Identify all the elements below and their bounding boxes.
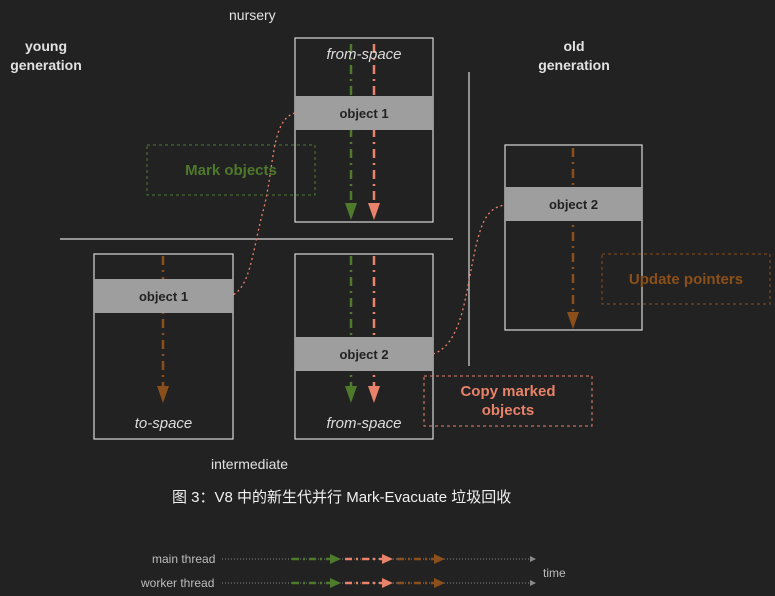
from-space-top-box bbox=[294, 37, 434, 223]
to-space-box bbox=[93, 253, 234, 440]
copy-marked-objects-note: Copy marked objects bbox=[460, 383, 556, 419]
object2-from-space: object 2 bbox=[295, 337, 433, 371]
worker-mark-arrow bbox=[330, 578, 341, 588]
update-note-box bbox=[601, 253, 771, 305]
copy-arrow-top bbox=[368, 203, 380, 220]
copy-connector-object1 bbox=[232, 112, 296, 296]
main-axis-arrow bbox=[530, 556, 536, 562]
copy-note-box bbox=[423, 375, 593, 427]
update-arrow-to-space bbox=[157, 386, 169, 403]
object1-to-space: object 1 bbox=[94, 279, 233, 313]
mark-objects-note-box bbox=[146, 144, 316, 196]
old-generation-box bbox=[504, 144, 643, 331]
main-mark-arrow bbox=[330, 554, 341, 564]
young-generation-label: young generation bbox=[10, 38, 82, 73]
mark-objects-note: Mark objects bbox=[185, 161, 277, 179]
main-copy-arrow bbox=[382, 554, 393, 564]
worker-update-arrow bbox=[434, 578, 445, 588]
to-space-label: to-space bbox=[134, 415, 193, 432]
time-label: time bbox=[543, 566, 566, 580]
main-thread-label: main thread bbox=[152, 552, 216, 566]
old-generation-label: old generation bbox=[538, 38, 610, 73]
mark-arrow-top bbox=[345, 203, 357, 220]
worker-thread-label: worker thread bbox=[141, 576, 215, 590]
nursery-label: nursery bbox=[229, 7, 276, 23]
copy-connector-object2 bbox=[432, 204, 506, 355]
update-pointers-note: Update pointers bbox=[628, 270, 744, 288]
main-update-arrow bbox=[434, 554, 445, 564]
from-space-bottom-label: from-space bbox=[326, 415, 402, 432]
worker-axis-arrow bbox=[530, 580, 536, 586]
mark-arrow-bottom bbox=[345, 386, 357, 403]
object1-from-space: object 1 bbox=[295, 96, 433, 130]
figure-caption: 图 3：V8 中的新生代并行 Mark-Evacuate 垃圾回收 bbox=[172, 489, 512, 506]
copy-arrow-bottom bbox=[368, 386, 380, 403]
object2-old-generation: object 2 bbox=[505, 187, 642, 221]
worker-copy-arrow bbox=[382, 578, 393, 588]
intermediate-label: intermediate bbox=[211, 456, 289, 472]
from-space-top-label: from-space bbox=[326, 46, 402, 63]
update-arrow-old bbox=[567, 312, 579, 329]
